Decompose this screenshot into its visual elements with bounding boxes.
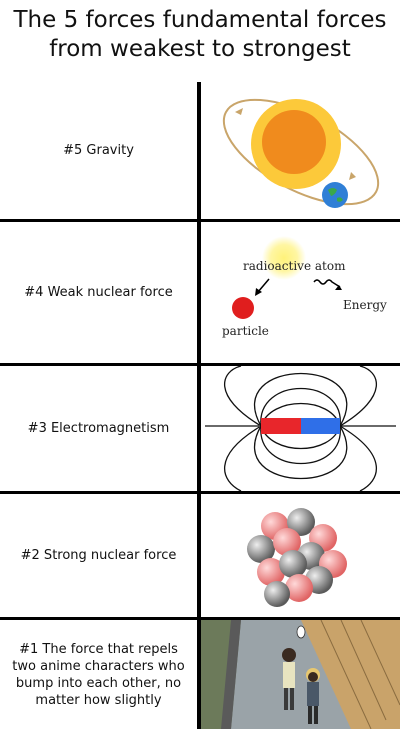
character-right <box>306 668 320 724</box>
exclamation-bubble-icon <box>296 625 306 639</box>
row-divider <box>0 219 400 222</box>
row-label-electromagnetism: #3 Electromagnetism <box>27 421 170 436</box>
magnet-south <box>301 418 340 434</box>
particle-label: particle <box>222 324 269 338</box>
character-left <box>282 648 296 710</box>
row-divider <box>0 491 400 494</box>
row-label-anime-force: #1 The force that repels two anime chara… <box>12 641 185 708</box>
title-line-1: The 5 forces fundamental forces <box>13 7 387 33</box>
row-divider <box>0 363 400 366</box>
field-lines <box>205 366 396 491</box>
strong-nuclear-image <box>201 494 400 617</box>
anime-scene-image <box>201 620 400 729</box>
title-line-2: from weakest to strongest <box>49 36 351 62</box>
row-divider <box>0 617 400 620</box>
row-label-strong-nuclear: #2 Strong nuclear force <box>20 548 177 563</box>
page-title: The 5 forces fundamental forces from wea… <box>0 6 400 64</box>
column-divider <box>197 82 201 729</box>
particle-icon <box>232 297 254 319</box>
nucleus-icon <box>247 508 347 607</box>
electromagnetism-image <box>201 366 400 491</box>
sun-core <box>262 110 326 174</box>
row-label-weak-nuclear: #4 Weak nuclear force <box>24 285 173 300</box>
energy-wave-icon <box>313 279 341 288</box>
gravity-image <box>201 82 400 219</box>
magnet-north <box>261 418 301 434</box>
arrow-icon <box>255 288 262 296</box>
earth-icon <box>322 182 348 208</box>
energy-label: Energy <box>343 298 387 312</box>
building-wall <box>301 620 400 729</box>
forces-grid: #5 Gravity #4 Weak nuclear force radioac… <box>0 82 400 729</box>
weak-nuclear-image: radioactive atom Energy particle <box>201 222 400 363</box>
atom-label: radioactive atom <box>243 259 346 273</box>
row-label-gravity: #5 Gravity <box>63 143 134 158</box>
atom-glow <box>262 236 306 280</box>
